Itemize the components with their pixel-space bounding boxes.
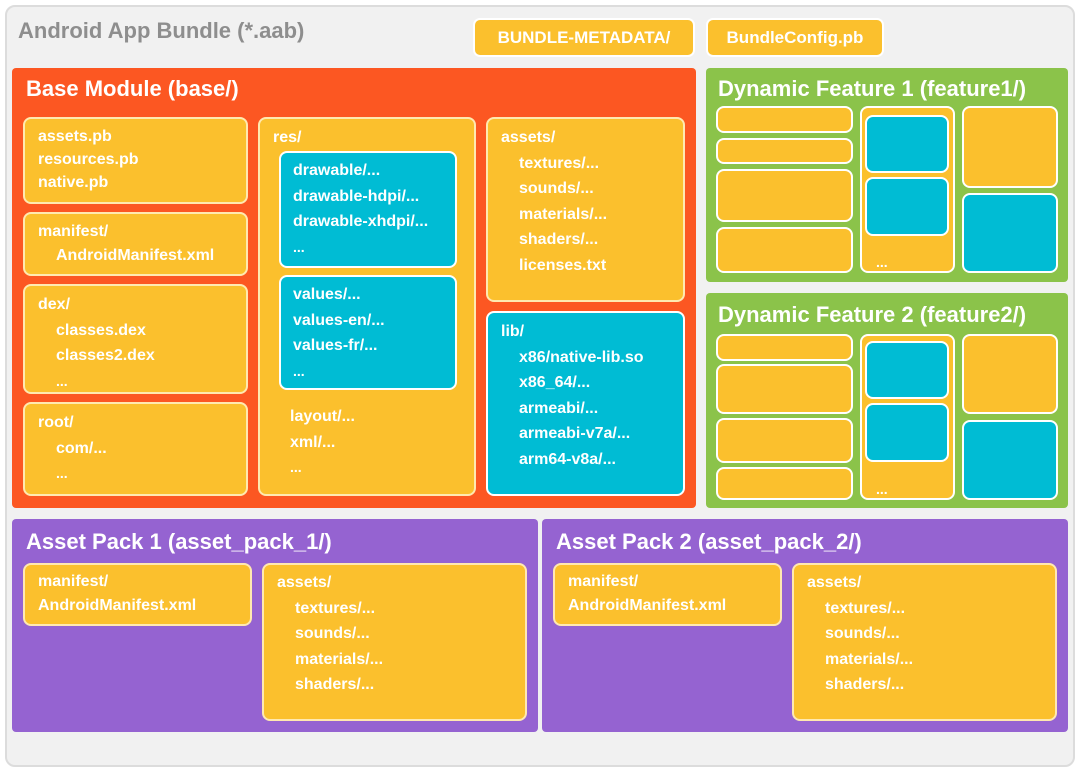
values-folders-box: values/... values-en/... values-fr/... .… <box>279 275 457 390</box>
dex-file-classes2: classes2.dex <box>56 347 155 364</box>
protobuf-files-box: assets.pb resources.pb native.pb <box>23 117 248 204</box>
lib-armeabi-v7a: armeabi-v7a/... <box>519 425 631 442</box>
res-other-folders: layout/... xml/... ... <box>290 404 355 481</box>
asset-pack-1-manifest-folder: manifest/ <box>38 573 109 590</box>
bundle-config-tag: BundleConfig.pb <box>706 18 884 57</box>
dex-file-classes: classes.dex <box>56 321 146 339</box>
asset-pack-2-assets-box: assets/ textures/... sounds/... material… <box>792 563 1057 721</box>
values-folder: values/... <box>293 286 361 303</box>
bundle-title: Android App Bundle (*.aab) <box>18 18 305 43</box>
lib-arm64-v8a: arm64-v8a/... <box>519 450 616 468</box>
lib-folder-label: lib/ <box>501 323 525 340</box>
dex-ellipsis: ... <box>56 372 68 389</box>
dex-folder-label: dex/ <box>38 296 71 313</box>
root-com: com/... <box>56 439 107 457</box>
asset-pack-2-manifest-box: manifest/ AndroidManifest.xml <box>553 563 782 626</box>
feature-1-res-subfolder <box>865 115 949 173</box>
lib-folder-box: lib/ x86/native-lib.so x86_64/... armeab… <box>486 311 685 496</box>
manifest-file: AndroidManifest.xml <box>56 247 215 264</box>
asset-pack-1-shaders: shaders/... <box>295 676 375 693</box>
root-folder-box: root/ com/... ... <box>23 402 248 496</box>
file-native-pb: native.pb <box>38 174 109 191</box>
asset-pack-1-textures: textures/... <box>295 599 376 617</box>
root-ellipsis: ... <box>56 465 68 481</box>
drawable-folders-box: drawable/... drawable-hdpi/... drawable-… <box>279 151 457 268</box>
asset-pack-2-shaders: shaders/... <box>825 676 905 693</box>
feature-1-file <box>716 138 853 164</box>
base-assets-sounds: sounds/... <box>519 180 594 197</box>
asset-pack-1-manifest-box: manifest/ AndroidManifest.xml <box>23 563 252 626</box>
lib-x86: x86/native-lib.so <box>519 348 644 366</box>
base-assets-licenses: licenses.txt <box>519 256 607 274</box>
asset-pack-1-assets-folder: assets/ <box>277 574 332 591</box>
asset-pack-1-sounds: sounds/... <box>295 625 370 642</box>
lib-armeabi: armeabi/... <box>519 399 599 417</box>
feature-2-res-subfolder <box>865 403 949 462</box>
feature-1-ellipsis: ... <box>876 254 888 270</box>
feature-1-file <box>716 106 853 133</box>
base-assets-shaders: shaders/... <box>519 231 599 248</box>
values-fr-folder: values-fr/... <box>293 337 378 354</box>
feature-1-folder <box>716 227 853 273</box>
asset-pack-2-manifest-folder: manifest/ <box>568 573 639 590</box>
layout-folder: layout/... <box>290 408 355 425</box>
feature-2-file <box>716 334 853 361</box>
asset-pack-2-assets-folder: assets/ <box>807 574 862 591</box>
base-assets-folder-label: assets/ <box>501 129 556 146</box>
file-assets-pb: assets.pb <box>38 128 112 145</box>
feature-2-res-subfolder <box>865 341 949 399</box>
feature-2-folder <box>716 364 853 414</box>
drawable-hdpi-folder: drawable-hdpi/... <box>293 187 420 205</box>
drawable-xhdpi-folder: drawable-xhdpi/... <box>293 213 429 230</box>
bundle-metadata-tag: BUNDLE-METADATA/ <box>473 18 695 57</box>
asset-pack-1-manifest-file: AndroidManifest.xml <box>38 597 197 614</box>
feature-2-assets-folder <box>962 334 1058 414</box>
feature-1-lib-folder <box>962 193 1058 273</box>
asset-pack-2-manifest-file: AndroidManifest.xml <box>568 597 727 614</box>
dex-folder-box: dex/ classes.dex classes2.dex ... <box>23 284 248 394</box>
feature-1-folder <box>716 169 853 222</box>
asset-pack-2-title: Asset Pack 2 (asset_pack_2/) <box>556 529 862 554</box>
base-module-title: Base Module (base/) <box>26 76 239 101</box>
feature-2-ellipsis: ... <box>876 481 888 497</box>
res-ellipsis: ... <box>290 459 302 475</box>
asset-pack-1-assets-box: assets/ textures/... sounds/... material… <box>262 563 527 721</box>
base-assets-materials: materials/... <box>519 205 608 223</box>
asset-pack-2-materials: materials/... <box>825 650 914 668</box>
base-assets-textures: textures/... <box>519 154 600 172</box>
xml-folder: xml/... <box>290 433 336 451</box>
values-en-folder: values-en/... <box>293 311 385 329</box>
asset-pack-2-sounds: sounds/... <box>825 625 900 642</box>
drawable-ellipsis: ... <box>293 238 305 255</box>
dynamic-feature-2-title: Dynamic Feature 2 (feature2/) <box>718 302 1027 327</box>
asset-pack-2-textures: textures/... <box>825 599 906 617</box>
res-folder-label: res/ <box>273 129 302 146</box>
manifest-folder-box: manifest/ AndroidManifest.xml <box>23 212 248 276</box>
feature-2-folder <box>716 418 853 463</box>
manifest-folder-label: manifest/ <box>38 223 109 240</box>
values-ellipsis: ... <box>293 362 305 379</box>
asset-pack-1-materials: materials/... <box>295 650 384 668</box>
feature-2-lib-folder <box>962 420 1058 500</box>
dynamic-feature-1-title: Dynamic Feature 1 (feature1/) <box>718 76 1027 101</box>
drawable-folder: drawable/... <box>293 162 381 179</box>
root-folder-label: root/ <box>38 414 74 431</box>
feature-1-res-subfolder <box>865 177 949 236</box>
asset-pack-1-title: Asset Pack 1 (asset_pack_1/) <box>26 529 332 554</box>
lib-x86-64: x86_64/... <box>519 374 591 391</box>
feature-1-assets-folder <box>962 106 1058 188</box>
base-assets-folder-box: assets/ textures/... sounds/... material… <box>486 117 685 302</box>
file-resources-pb: resources.pb <box>38 151 139 168</box>
feature-2-folder <box>716 467 853 500</box>
